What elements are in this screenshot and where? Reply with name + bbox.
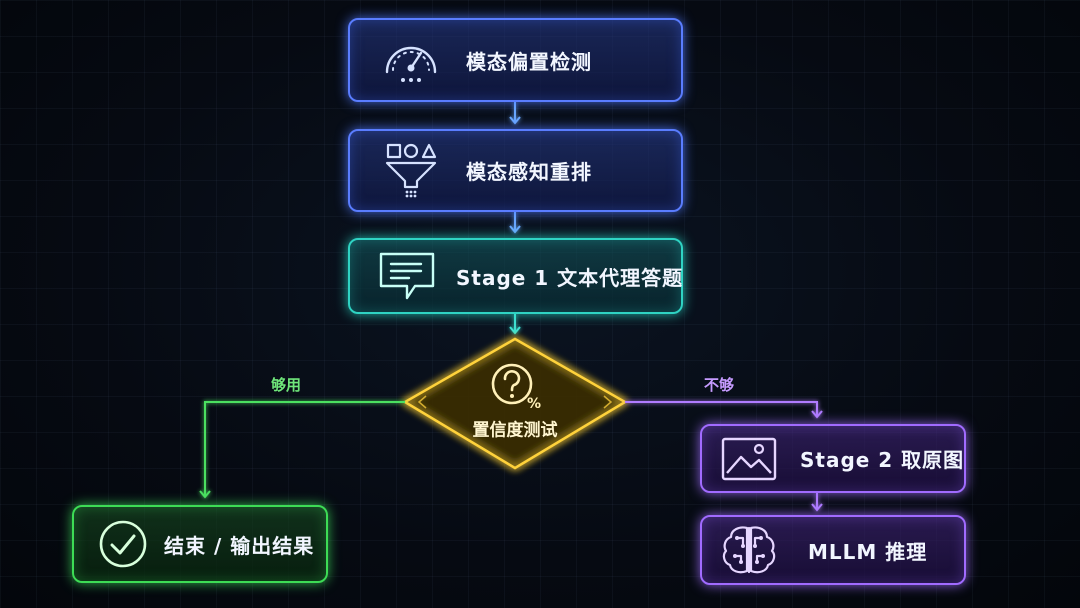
- node-label: Stage 1 文本代理答题: [456, 265, 684, 290]
- diamond-corner-marks: [417, 395, 613, 409]
- chat-bubble-icon: [372, 248, 442, 304]
- image-icon: [714, 431, 784, 487]
- node-mllm-inference[interactable]: MLLM 推理: [700, 515, 966, 585]
- node-label: 结束 / 输出结果: [164, 533, 315, 558]
- funnel-filter-icon: [376, 143, 446, 199]
- svg-text:%: %: [527, 396, 541, 412]
- node-label: Stage 2 取原图: [800, 448, 965, 472]
- question-percent-icon: %: [487, 362, 547, 418]
- decision-label: 置信度测试: [472, 420, 558, 441]
- arrow-stage2-to-mllm: [811, 493, 823, 512]
- node-modal-aware-rerank[interactable]: 模态感知重排: [348, 129, 683, 212]
- node-label: 模态感知重排: [466, 160, 592, 184]
- gauge-icon: [376, 32, 446, 88]
- branch-label-enough: 够用: [271, 376, 302, 394]
- branch-label-not-enough: 不够: [704, 376, 735, 394]
- node-stage2-fetch-image[interactable]: Stage 2 取原图: [700, 424, 966, 493]
- node-modal-bias-detection[interactable]: 模态偏置检测: [348, 18, 683, 102]
- check-circle-icon: [88, 516, 158, 572]
- node-stage1-text-proxy[interactable]: Stage 1 文本代理答题: [348, 238, 683, 314]
- arrow-not-enough-branch: [625, 401, 823, 419]
- node-label: 模态偏置检测: [466, 49, 592, 74]
- brain-circuit-icon: [714, 522, 784, 578]
- arrow-enough-branch: [199, 401, 405, 499]
- arrow-stage1-to-decision: [509, 314, 521, 335]
- node-label: MLLM 推理: [808, 539, 928, 564]
- node-end-output[interactable]: 结束 / 输出结果: [72, 505, 328, 583]
- arrow-rerank-to-stage1: [509, 212, 521, 234]
- arrow-bias-to-rerank: [509, 102, 521, 125]
